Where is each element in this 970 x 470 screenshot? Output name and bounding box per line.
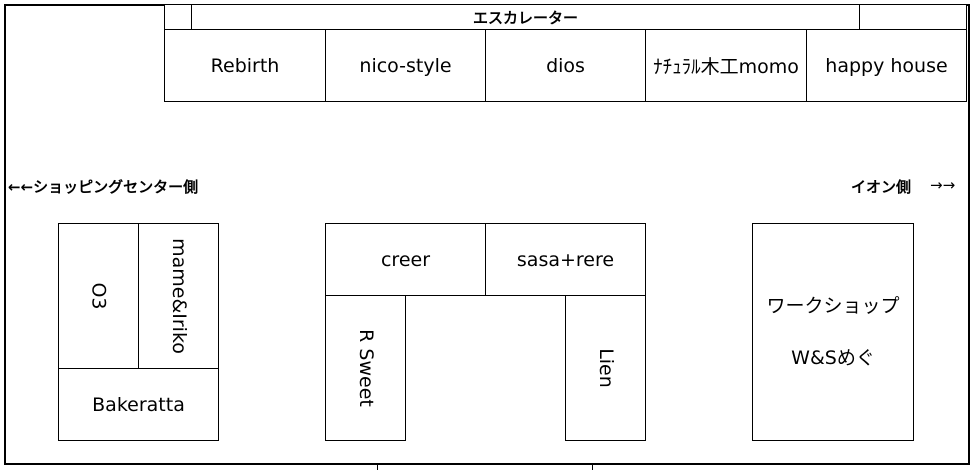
shop-bakeratta-label: Bakeratta — [92, 393, 185, 416]
shop-bakeratta: Bakeratta — [58, 368, 219, 441]
shop-lien: Lien — [565, 295, 646, 441]
shop-nico-style: nico-style — [325, 29, 486, 102]
shop-sasa-rere: sasa+rere — [485, 223, 646, 296]
direction-left-label: ←←ショッピングセンター側 — [8, 178, 199, 196]
escalator-right-cell — [859, 4, 967, 30]
shop-happy-house-label: happy house — [825, 54, 948, 77]
shop-rebirth-label: Rebirth — [210, 54, 280, 77]
escalator-label: エスカレーター — [472, 8, 578, 27]
shop-natural-momo: ﾅﾁｭﾗﾙ木工momo — [645, 29, 807, 102]
direction-right-arrows: →→ — [930, 176, 956, 194]
shop-natural-momo-label: ﾅﾁｭﾗﾙ木工momo — [653, 56, 799, 78]
shop-creer: creer — [325, 223, 486, 296]
shop-lien-label: Lien — [594, 348, 617, 388]
shop-happy-house: happy house — [806, 29, 967, 102]
shop-workshop-ws-megu: ワークショップ W&Sめぐ — [752, 223, 914, 441]
shop-creer-label: creer — [380, 248, 431, 271]
escalator-left-cell — [164, 4, 192, 30]
shop-r-sweet-label: R Sweet — [354, 329, 377, 407]
shop-r-sweet: R Sweet — [325, 295, 406, 441]
shop-mame-iriko: mame&Iriko — [138, 223, 219, 369]
shop-o3: O3 — [58, 223, 139, 369]
shop-rebirth: Rebirth — [164, 29, 326, 102]
ws-megu-label: W&Sめぐ — [791, 346, 875, 369]
shop-sasa-rere-label: sasa+rere — [516, 248, 615, 271]
shop-dios: dios — [485, 29, 646, 102]
entrance-mark-right — [592, 464, 593, 470]
direction-right-label: イオン側 — [851, 178, 912, 196]
shop-mame-iriko-label: mame&Iriko — [167, 238, 190, 354]
shop-dios-label: dios — [546, 54, 585, 77]
workshop-label: ワークショップ — [766, 294, 900, 317]
shop-nico-style-label: nico-style — [359, 54, 452, 77]
shop-o3-label: O3 — [87, 282, 110, 310]
entrance-mark-left — [377, 464, 378, 470]
escalator: エスカレーター — [191, 4, 860, 30]
